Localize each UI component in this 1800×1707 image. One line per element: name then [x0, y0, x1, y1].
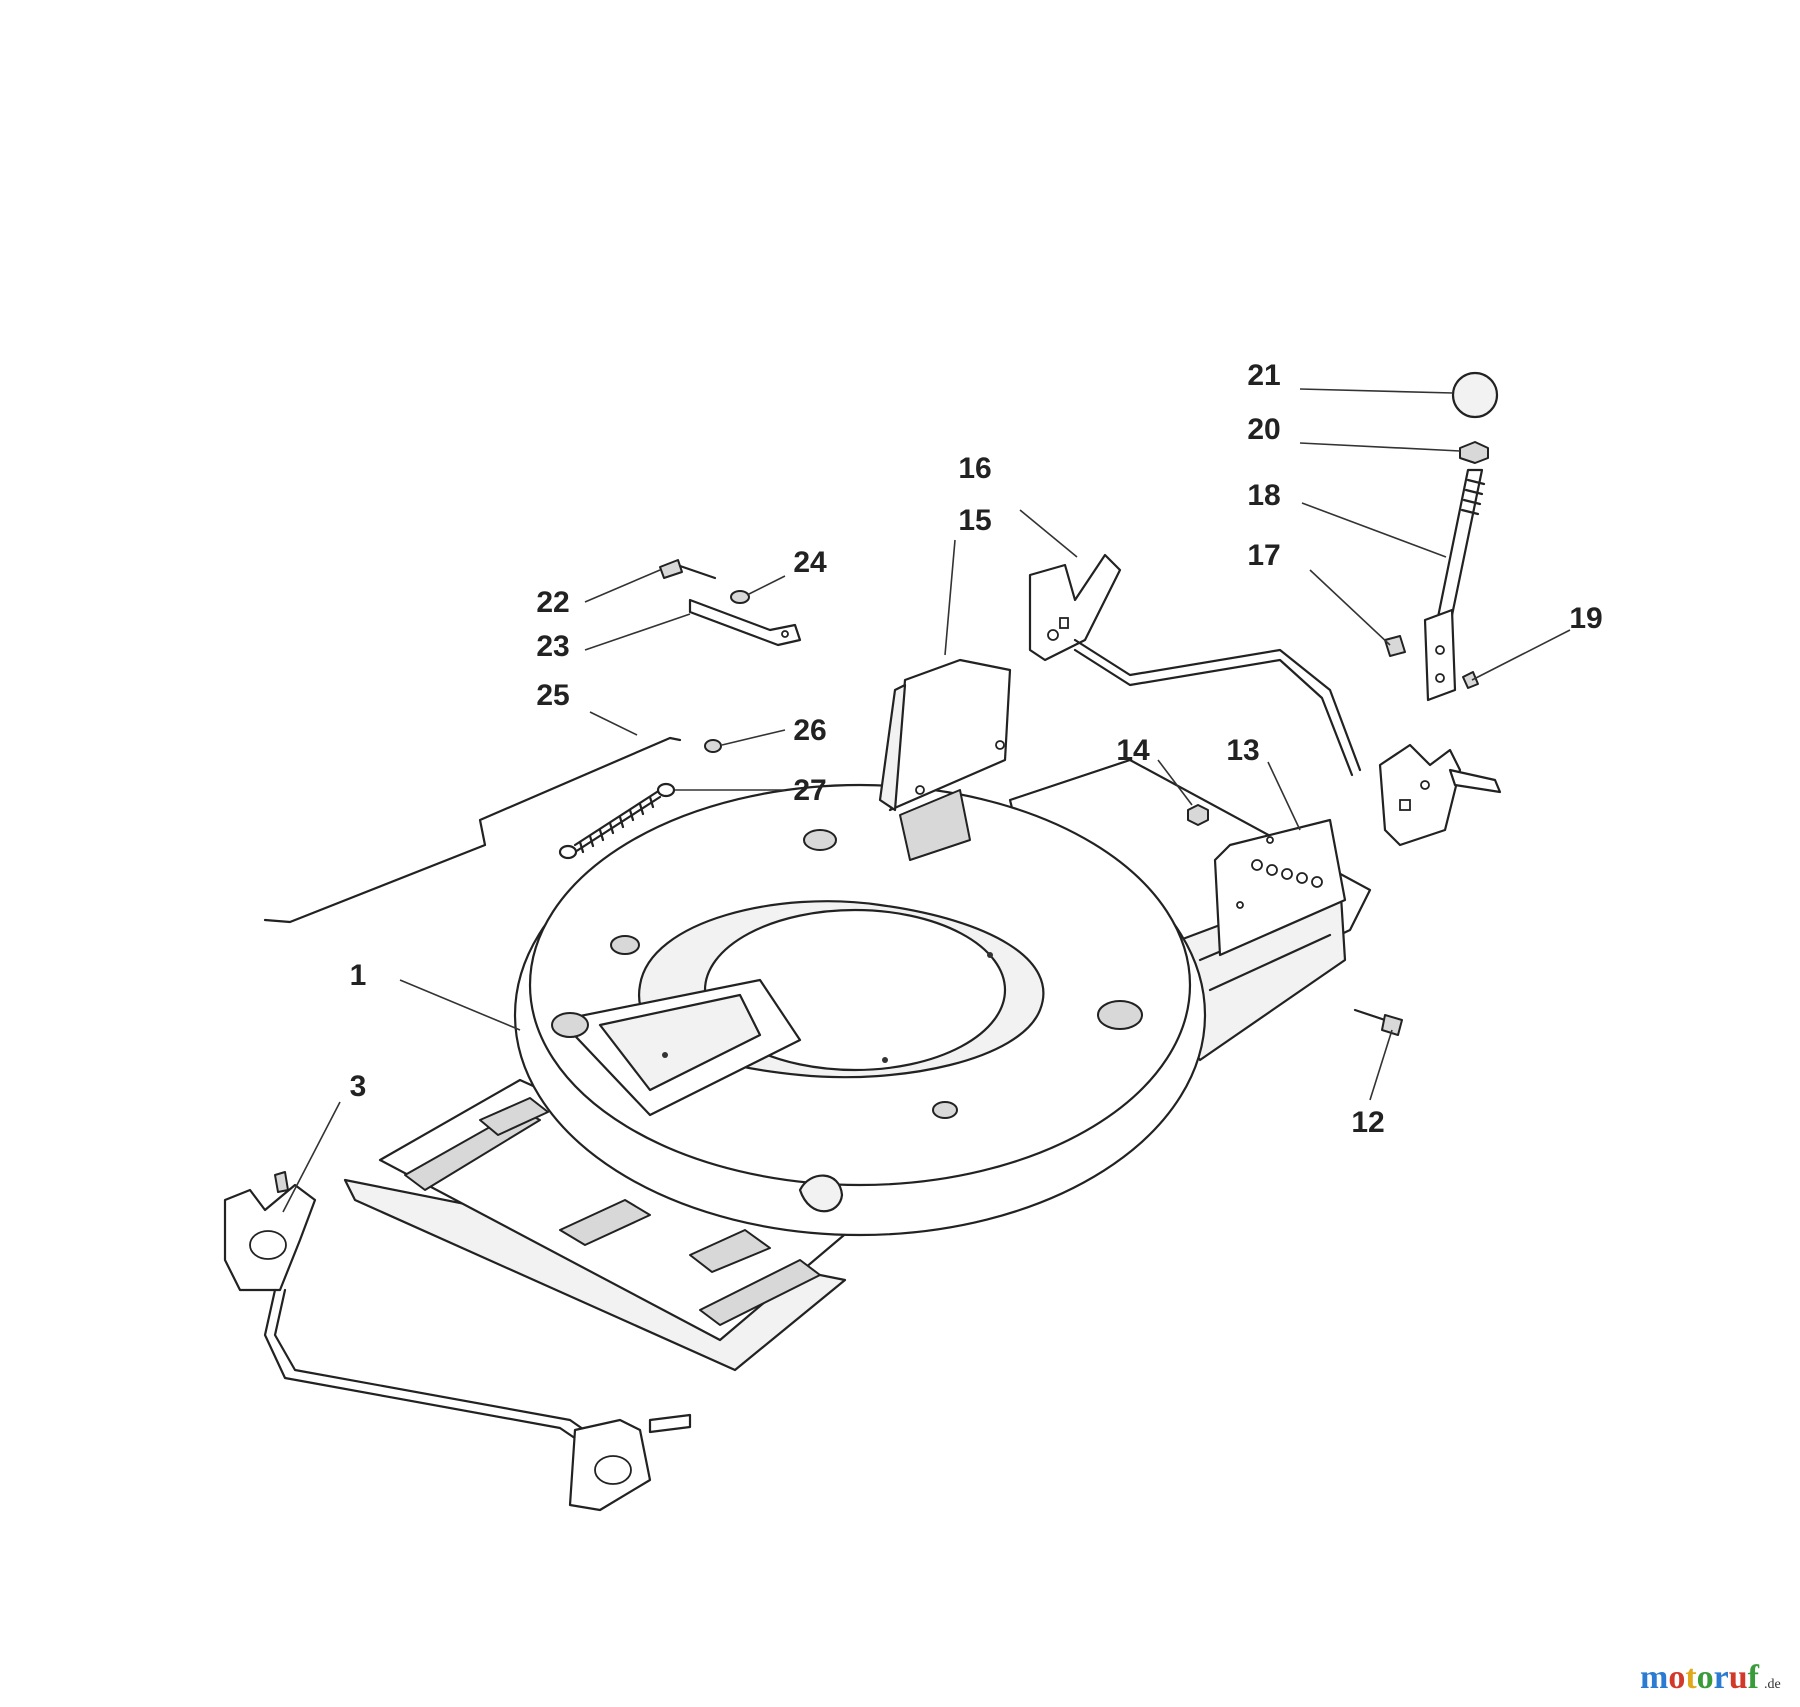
wm-letter: o	[1668, 1659, 1685, 1696]
callout-24: 24	[793, 546, 827, 579]
callout-23: 23	[536, 630, 569, 663]
callout-22: 22	[536, 586, 569, 619]
watermark-logo: motoruf .de	[1640, 1659, 1781, 1696]
callout-25: 25	[536, 679, 569, 712]
wm-letter: t	[1685, 1659, 1697, 1696]
rear-flap-bracket	[878, 658, 1012, 861]
wm-letter: r	[1714, 1659, 1729, 1696]
callout-27: 27	[793, 774, 826, 807]
wm-letter: f	[1748, 1659, 1760, 1696]
callout-19: 19	[1569, 602, 1602, 635]
callout-20: 20	[1247, 413, 1280, 446]
callout-13: 13	[1226, 734, 1259, 767]
rear-height-axle	[1028, 553, 1502, 847]
callout-16: 16	[958, 452, 991, 485]
height-adjust-lever	[1384, 371, 1499, 702]
callout-15: 15	[958, 504, 991, 537]
callout-26: 26	[793, 714, 826, 747]
svg-text:motoruf: motoruf	[1640, 1659, 1760, 1696]
mower-deck	[343, 758, 1372, 1372]
callout-17: 17	[1247, 539, 1280, 572]
front-height-axle	[223, 1171, 692, 1512]
callout-12: 12	[1351, 1106, 1384, 1139]
nut-14	[1187, 804, 1209, 826]
linkage-hardware	[263, 559, 802, 924]
wm-letter: u	[1729, 1659, 1748, 1696]
callout-14: 14	[1116, 734, 1150, 767]
callout-labels: 21 20 18 17 19 16 15 24 22 23 25 26 27 1…	[350, 359, 1603, 1139]
wm-suffix: .de	[1764, 1677, 1781, 1692]
callout-18: 18	[1247, 479, 1280, 512]
wm-letter: m	[1640, 1659, 1668, 1696]
callout-3: 3	[350, 1070, 367, 1103]
wm-letter: o	[1697, 1659, 1714, 1696]
callout-1: 1	[350, 959, 367, 992]
bolt-12	[1353, 1008, 1403, 1036]
callout-21: 21	[1247, 359, 1280, 392]
leader-lines	[282, 388, 1571, 1213]
side-plate	[1213, 818, 1347, 957]
